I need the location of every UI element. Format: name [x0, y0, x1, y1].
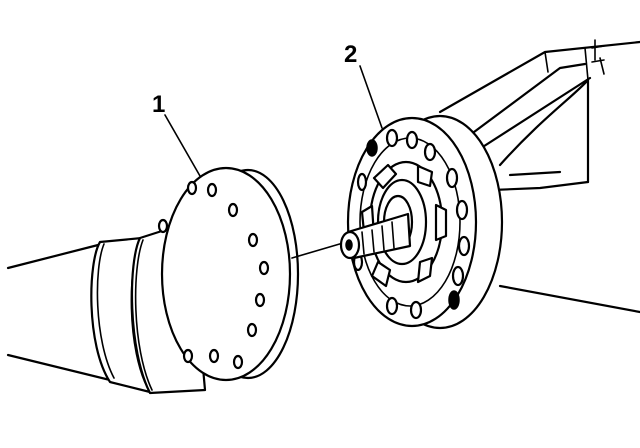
flange-slot	[370, 260, 392, 288]
rim-slot	[455, 199, 469, 221]
flange-bolt	[448, 290, 460, 310]
callout-label-1: 1	[152, 91, 165, 118]
bolt-hole	[254, 292, 266, 308]
rim-slot	[385, 296, 399, 316]
rim-slot	[405, 130, 419, 150]
bolt-hole	[182, 348, 194, 364]
bolt-hole	[246, 322, 258, 338]
rim-slot	[423, 142, 437, 162]
differential-housing-icon	[438, 39, 640, 314]
bolt-hole	[227, 202, 239, 218]
leader-line-2	[359, 65, 383, 129]
pinion-flange-icon	[339, 114, 504, 330]
bolt-hole	[206, 182, 218, 198]
leader-line-1	[164, 114, 201, 177]
rim-slot	[409, 300, 423, 320]
bolt-hole	[258, 260, 270, 276]
bolt-hole	[186, 180, 198, 196]
flange-slot	[416, 256, 434, 284]
bolt-hole	[232, 354, 244, 370]
bolt-hole	[247, 232, 259, 248]
rim-slot	[385, 128, 399, 148]
flange-slot	[372, 163, 398, 190]
flange-bolt	[366, 139, 378, 157]
rim-slot	[457, 235, 471, 257]
bolt-hole	[208, 348, 220, 364]
flange-slot	[416, 164, 434, 188]
flange-slot	[434, 203, 448, 242]
alignment-line	[291, 242, 344, 259]
rim-slot	[451, 265, 465, 287]
callout-label-2: 2	[344, 41, 357, 68]
bolt-hole	[157, 218, 169, 234]
rim-slot	[445, 167, 459, 189]
rim-slot	[356, 172, 368, 192]
propeller-shaft-icon	[6, 166, 300, 395]
